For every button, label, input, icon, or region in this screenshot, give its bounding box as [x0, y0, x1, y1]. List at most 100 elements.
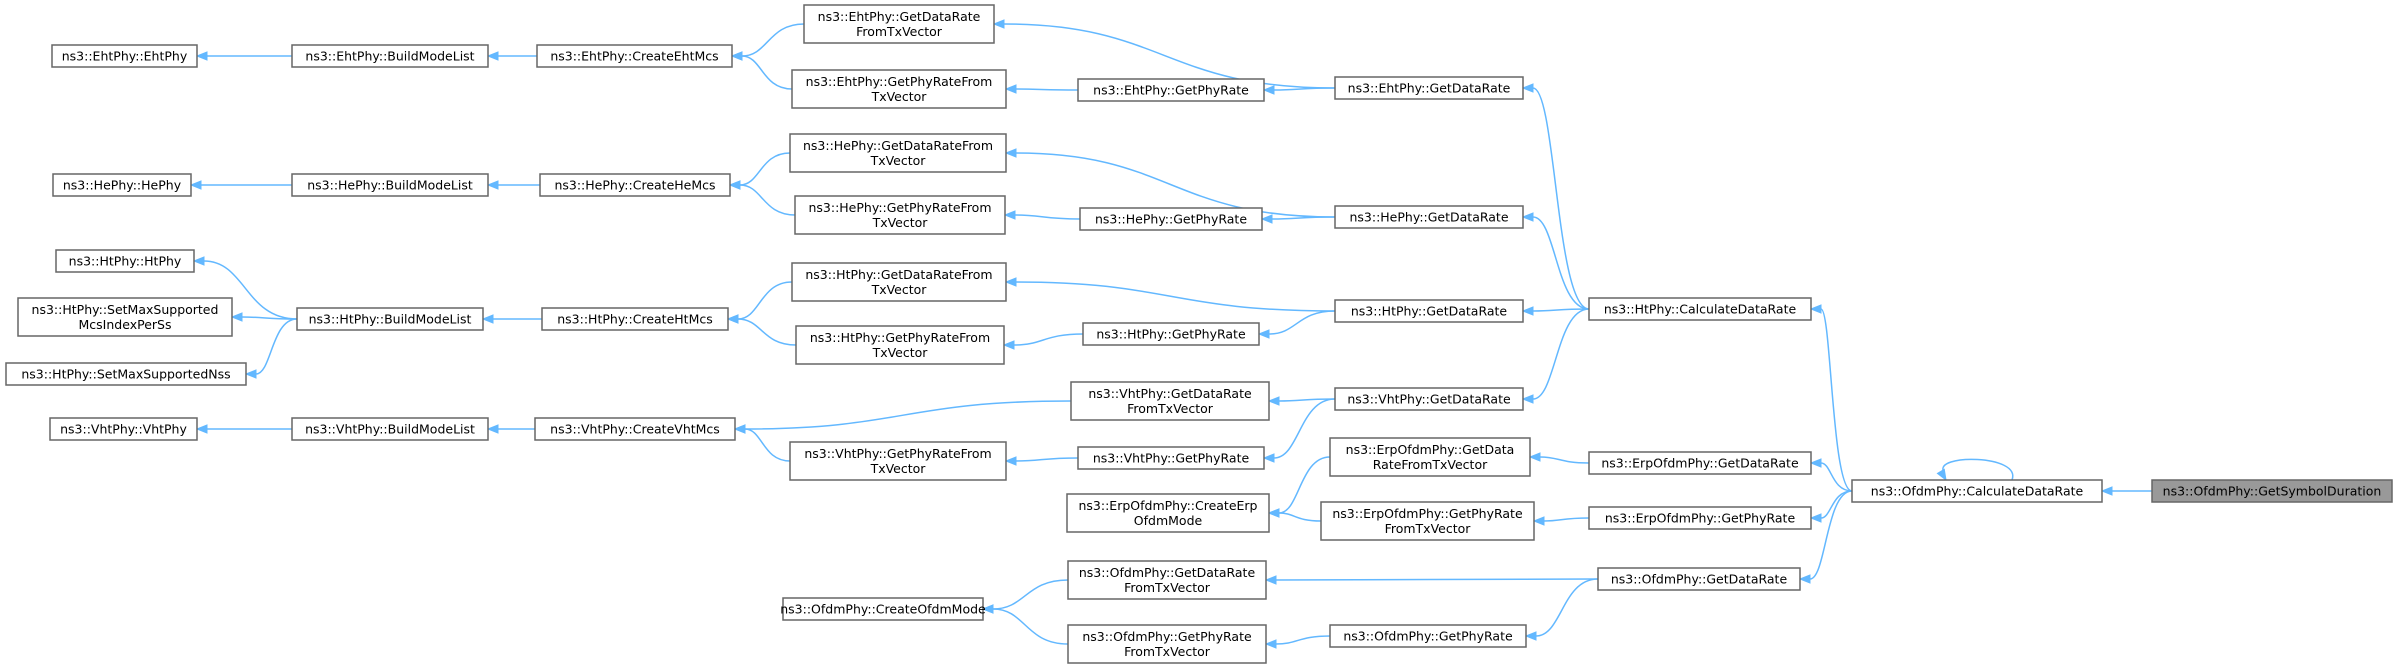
edge-he-bml-to-he-create [486, 180, 541, 190]
node-label: ns3::HePhy::BuildModeList [307, 178, 473, 193]
node-box [291, 44, 489, 68]
node-ht-bml[interactable]: ns3::HtPhy::BuildModeList [296, 307, 484, 331]
node-ht-ctor[interactable]: ns3::HtPhy::HtPhy [55, 249, 195, 273]
edge-arrowhead [1524, 631, 1537, 641]
edge-line [1014, 214, 1081, 220]
node-vht-create[interactable]: ns3::VhtPhy::CreateVhtMcs [534, 417, 736, 441]
node-erp-gpr[interactable]: ns3::ErpOfdmPhy::GetPhyRate [1588, 506, 1812, 530]
node-he-create[interactable]: ns3::HePhy::CreateHeMcs [539, 173, 731, 197]
node-erp-gdr[interactable]: ns3::ErpOfdmPhy::GetDataRate [1588, 451, 1812, 475]
node-he-gpr[interactable]: ns3::HePhy::GetPhyRate [1079, 207, 1263, 231]
node-label: ns3::EhtPhy::GetDataRate [1348, 81, 1511, 96]
edge-line [1535, 578, 1599, 637]
node-label: TxVector [870, 153, 927, 168]
edge-vht-bml-to-vht-create [486, 424, 536, 434]
node-box [1067, 624, 1267, 664]
edge-eht-gprftx-to-eht-gpr [1004, 84, 1079, 94]
node-label: ns3::HtPhy::CreateHtMcs [557, 312, 713, 327]
edge-arrowhead [2100, 486, 2113, 496]
node-label: ns3::HtPhy::CalculateDataRate [1604, 302, 1797, 317]
node-box [1334, 299, 1524, 323]
node-box [1851, 479, 2103, 503]
node-label: ns3::EhtPhy::GetPhyRateFrom [806, 74, 993, 89]
edge-line [1015, 457, 1079, 462]
node-vht-bml[interactable]: ns3::VhtPhy::BuildModeList [291, 417, 489, 441]
edge-arrowhead [1264, 639, 1277, 649]
node-eht-gdr[interactable]: ns3::EhtPhy::GetDataRate [1334, 76, 1524, 100]
node-eht-create[interactable]: ns3::EhtPhy::CreateEhtMcs [536, 44, 733, 68]
node-vht-gdr[interactable]: ns3::VhtPhy::GetDataRate [1334, 387, 1524, 411]
node-root[interactable]: ns3::OfdmPhy::GetSymbolDuration [2151, 479, 2393, 503]
edge-ht-setmcs-to-ht-bml [230, 312, 298, 322]
node-label: ns3::HePhy::GetPhyRate [1095, 212, 1247, 227]
edge-arrowhead [1004, 84, 1017, 94]
node-box [51, 44, 198, 68]
node-label: ns3::OfdmPhy::GetDataRate [1611, 572, 1788, 587]
node-vht-ctor[interactable]: ns3::VhtPhy::VhtPhy [49, 417, 198, 441]
edge-arrowhead [1004, 148, 1017, 158]
node-ht-calc[interactable]: ns3::HtPhy::CalculateDataRate [1588, 297, 1812, 321]
node-he-bml[interactable]: ns3::HePhy::BuildModeList [291, 173, 489, 197]
edge-arrowhead [1809, 304, 1822, 314]
edge-line [1820, 308, 1853, 492]
node-box [55, 249, 195, 273]
edge-ofdm-create-to-ofdm-gprftx [981, 604, 1069, 645]
edge-arrowhead [486, 424, 499, 434]
edge-line [1273, 398, 1336, 459]
node-box [17, 297, 233, 337]
edge-line [1809, 490, 1853, 580]
edge-he-gprftx-to-he-gpr [1003, 210, 1081, 220]
node-ofdm-create[interactable]: ns3::OfdmPhy::CreateOfdmMode [780, 597, 986, 621]
node-ofdm-gdr[interactable]: ns3::OfdmPhy::GetDataRate [1597, 567, 1801, 591]
node-label: ns3::EhtPhy::CreateEhtMcs [550, 49, 718, 64]
node-ht-setnss[interactable]: ns3::HtPhy::SetMaxSupportedNss [5, 362, 247, 386]
edge-arrowhead [1936, 468, 1947, 482]
edge-he-ctor-to-he-bml [189, 180, 293, 190]
node-ofdm-gpr[interactable]: ns3::OfdmPhy::GetPhyRate [1329, 624, 1527, 648]
node-vht-gpr[interactable]: ns3::VhtPhy::GetPhyRate [1077, 446, 1265, 470]
node-eht-ctor[interactable]: ns3::EhtPhy::EhtPhy [51, 44, 198, 68]
edge-line [737, 281, 793, 320]
edge-ht-gdrftx-to-ht-gdr [1004, 277, 1336, 312]
node-box [789, 441, 1007, 481]
node-label: ns3::HtPhy::GetDataRateFrom [805, 267, 992, 282]
call-edges [189, 19, 2153, 649]
node-box [1077, 78, 1265, 102]
edge-eht-bml-to-eht-create [486, 51, 537, 61]
edge-line [1015, 281, 1336, 312]
node-eht-bml[interactable]: ns3::EhtPhy::BuildModeList [291, 44, 489, 68]
edge-arrowhead [730, 51, 743, 61]
edge-line [744, 428, 791, 462]
node-label: TxVector [872, 215, 929, 230]
node-box [1329, 624, 1527, 648]
node-ht-gdr[interactable]: ns3::HtPhy::GetDataRate [1334, 299, 1524, 323]
edge-arrowhead [195, 424, 208, 434]
node-he-gdr[interactable]: ns3::HePhy::GetDataRate [1334, 205, 1524, 229]
edge-arrowhead [1257, 329, 1270, 339]
edge-line [255, 318, 298, 375]
node-label: ns3::ErpOfdmPhy::GetPhyRate [1332, 506, 1523, 521]
node-ofdm-calc[interactable]: ns3::OfdmPhy::CalculateDataRate [1851, 479, 2103, 503]
node-box [1067, 560, 1267, 600]
node-label: RateFromTxVector [1373, 457, 1488, 472]
node-he-ctor[interactable]: ns3::HePhy::HePhy [52, 173, 192, 197]
edge-line [1278, 456, 1331, 514]
node-eht-gpr[interactable]: ns3::EhtPhy::GetPhyRate [1077, 78, 1265, 102]
node-ht-gpr[interactable]: ns3::HtPhy::GetPhyRate [1082, 322, 1260, 346]
node-ht-create[interactable]: ns3::HtPhy::CreateHtMcs [541, 307, 729, 331]
node-label: ns3::HtPhy::GetPhyRateFrom [810, 330, 990, 345]
